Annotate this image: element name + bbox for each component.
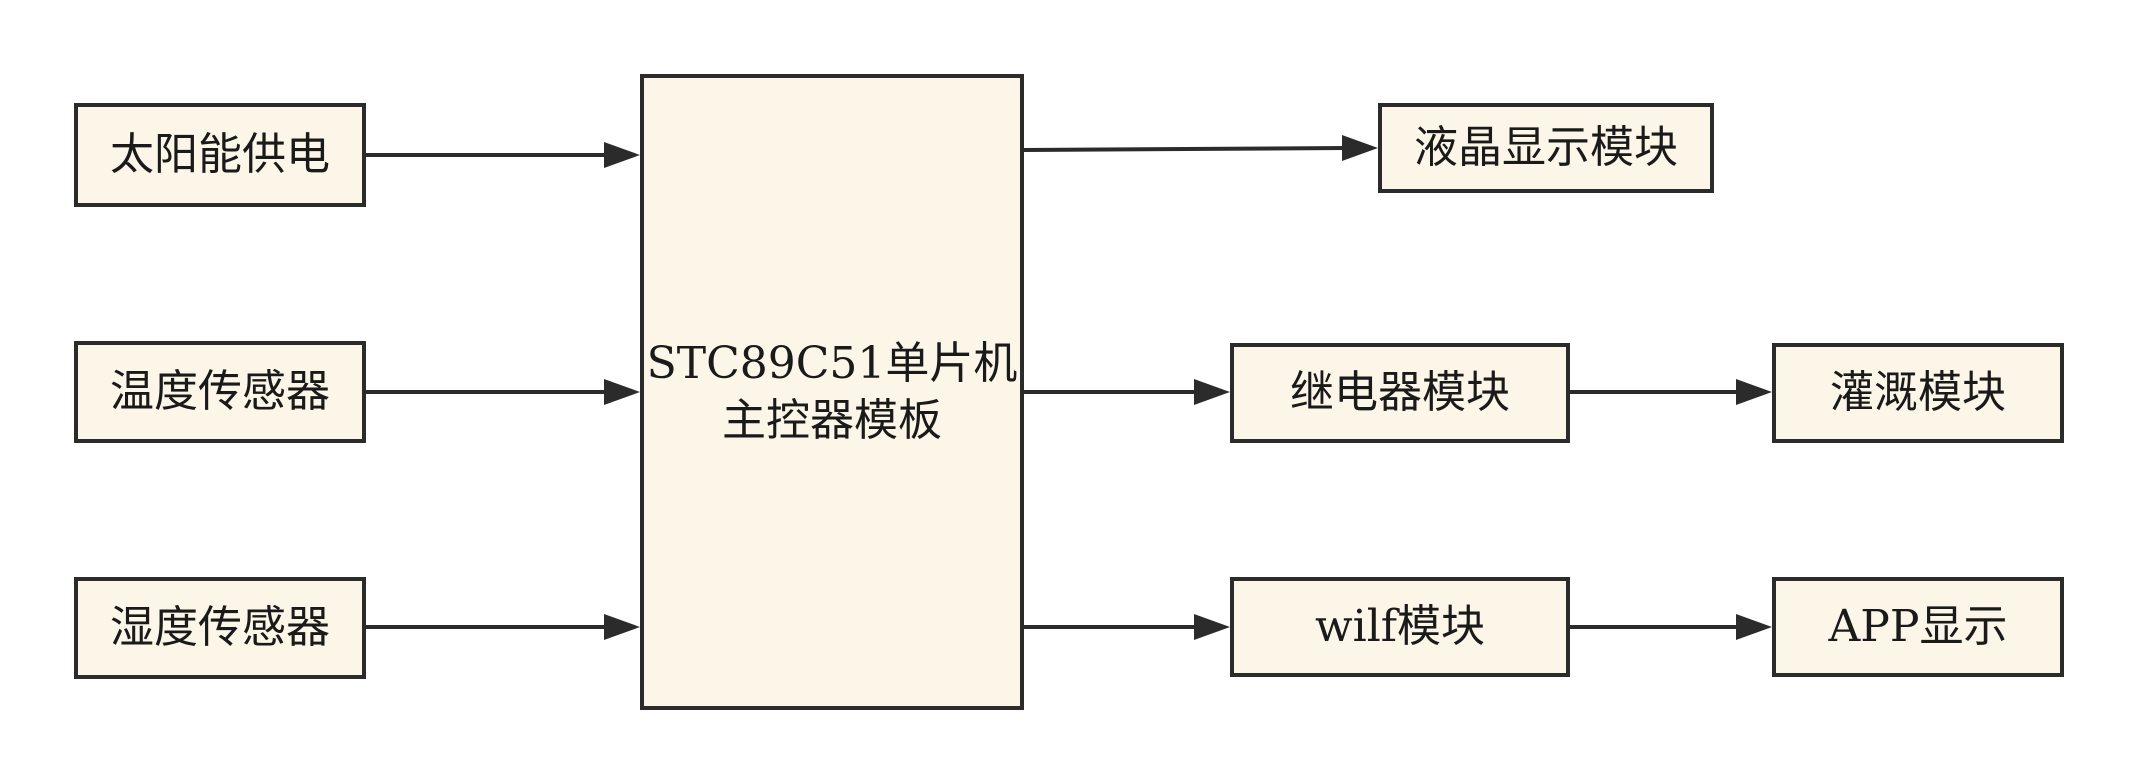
- arrowhead-wifi-to-app: [1736, 614, 1772, 640]
- node-relay-module: 继电器模块: [1230, 343, 1570, 443]
- arrowhead-solar-to-mcu: [604, 142, 640, 168]
- node-mcu-controller: STC89C51单片机 主控器模板: [640, 74, 1024, 710]
- arrowhead-humidity-to-mcu: [604, 614, 640, 640]
- node-solar-power-label: 太阳能供电: [110, 129, 330, 181]
- node-humidity-sensor: 湿度传感器: [74, 577, 366, 679]
- node-relay-module-label: 继电器模块: [1290, 367, 1510, 419]
- arrowhead-mcu-to-lcd: [1342, 135, 1378, 161]
- node-irrigation-module: 灌溉模块: [1772, 343, 2064, 443]
- node-wifi-module: wilf模块: [1230, 577, 1570, 677]
- node-temperature-sensor-label: 温度传感器: [110, 366, 330, 418]
- arrowhead-mcu-to-relay: [1194, 379, 1230, 405]
- node-humidity-sensor-label: 湿度传感器: [110, 602, 330, 654]
- edge-mcu-to-lcd: [1023, 146, 1347, 152]
- node-lcd-module: 液晶显示模块: [1378, 103, 1714, 193]
- arrowhead-temp-to-mcu: [604, 379, 640, 405]
- node-wifi-module-label: wilf模块: [1314, 601, 1486, 653]
- arrowhead-mcu-to-wifi: [1194, 614, 1230, 640]
- arrowhead-relay-to-irrigation: [1736, 379, 1772, 405]
- node-irrigation-module-label: 灌溉模块: [1830, 367, 2006, 419]
- node-mcu-line2: 主控器模板: [722, 395, 942, 446]
- node-app-display-label: APP显示: [1828, 601, 2008, 653]
- node-mcu-line1: STC89C51单片机: [646, 337, 1018, 389]
- node-app-display: APP显示: [1772, 577, 2064, 677]
- node-temperature-sensor: 温度传感器: [74, 341, 366, 443]
- node-solar-power: 太阳能供电: [74, 103, 366, 207]
- node-lcd-module-label: 液晶显示模块: [1414, 122, 1678, 174]
